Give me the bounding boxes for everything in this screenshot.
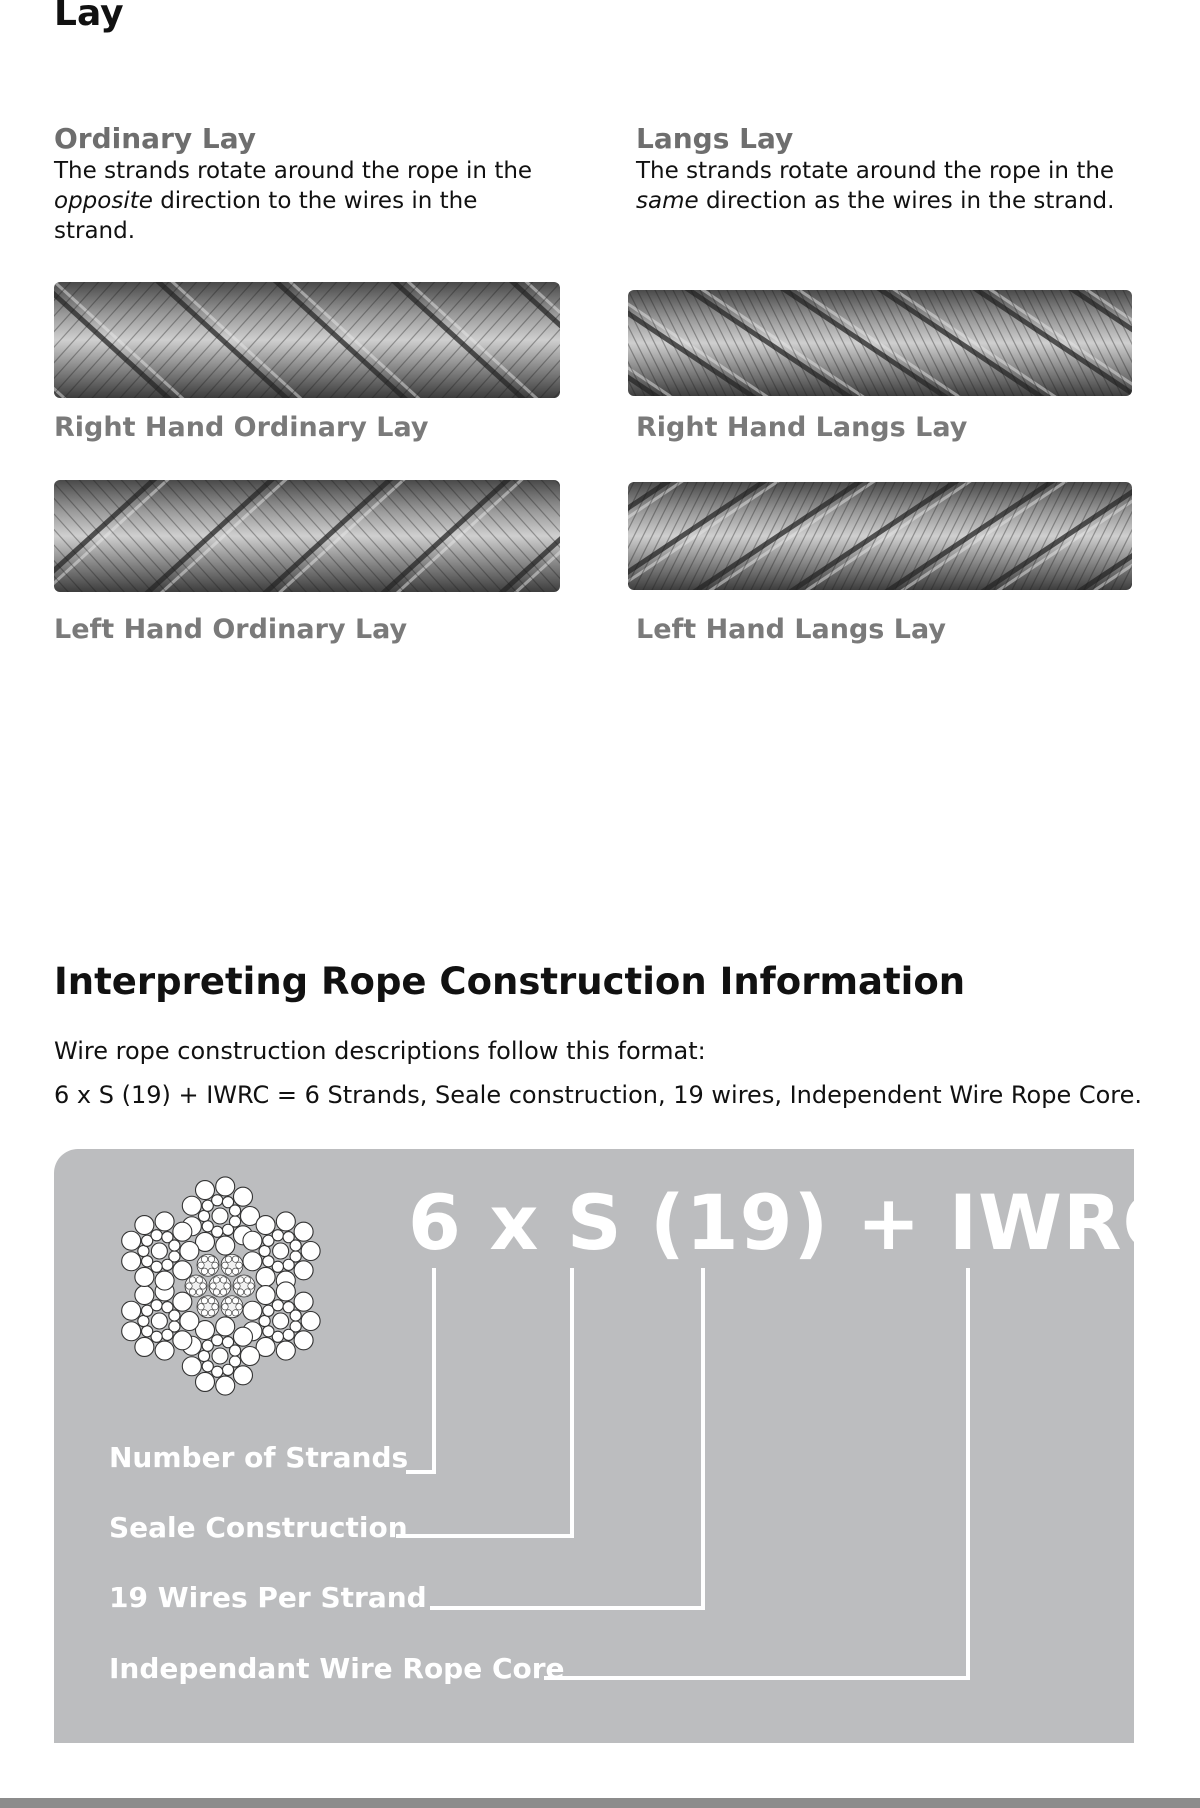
- section-title: Interpreting Rope Construction Informati…: [54, 960, 966, 1003]
- bottom-rule: [0, 1798, 1200, 1808]
- langs-lay-description: The strands rotate around the rope in th…: [636, 158, 1115, 214]
- number-of-strands-label: Number of Strands: [109, 1441, 409, 1474]
- wires-connector-line: [430, 1268, 705, 1610]
- ordinary-lay-heading: Ordinary Lay: [54, 122, 257, 155]
- seale-connector-line: [396, 1268, 574, 1538]
- right-hand-ordinary-lay-image: [54, 282, 560, 398]
- left-hand-ordinary-lay-caption: Left Hand Ordinary Lay: [54, 614, 408, 645]
- ordinary-lay-description: The strands rotate around the rope in th…: [54, 158, 533, 244]
- construction-formula: 6 x S (19) + IWRC: [408, 1178, 1180, 1267]
- left-hand-ordinary-lay-image: [54, 480, 560, 592]
- right-hand-ordinary-lay-caption: Right Hand Ordinary Lay: [54, 412, 429, 443]
- langs-lay-heading: Langs Lay: [636, 122, 794, 155]
- seale-construction-label: Seale Construction: [109, 1511, 408, 1544]
- right-hand-langs-lay-caption: Right Hand Langs Lay: [636, 412, 968, 443]
- core-connector-line: [544, 1268, 970, 1680]
- page-title: Lay: [54, 0, 124, 34]
- left-hand-langs-lay-image: [628, 482, 1132, 590]
- left-hand-langs-lay-caption: Left Hand Langs Lay: [636, 614, 946, 645]
- format-example-text: 6 x S (19) + IWRC = 6 Strands, Seale con…: [54, 1081, 1143, 1109]
- format-intro-text: Wire rope construction descriptions foll…: [54, 1037, 706, 1065]
- wire-rope-core-label: Independant Wire Rope Core: [109, 1652, 565, 1685]
- rope-cross-section-icon: [121, 1176, 321, 1396]
- right-hand-langs-lay-image: [628, 290, 1132, 396]
- wires-per-strand-label: 19 Wires Per Strand: [109, 1581, 427, 1614]
- strands-connector-line: [406, 1268, 436, 1474]
